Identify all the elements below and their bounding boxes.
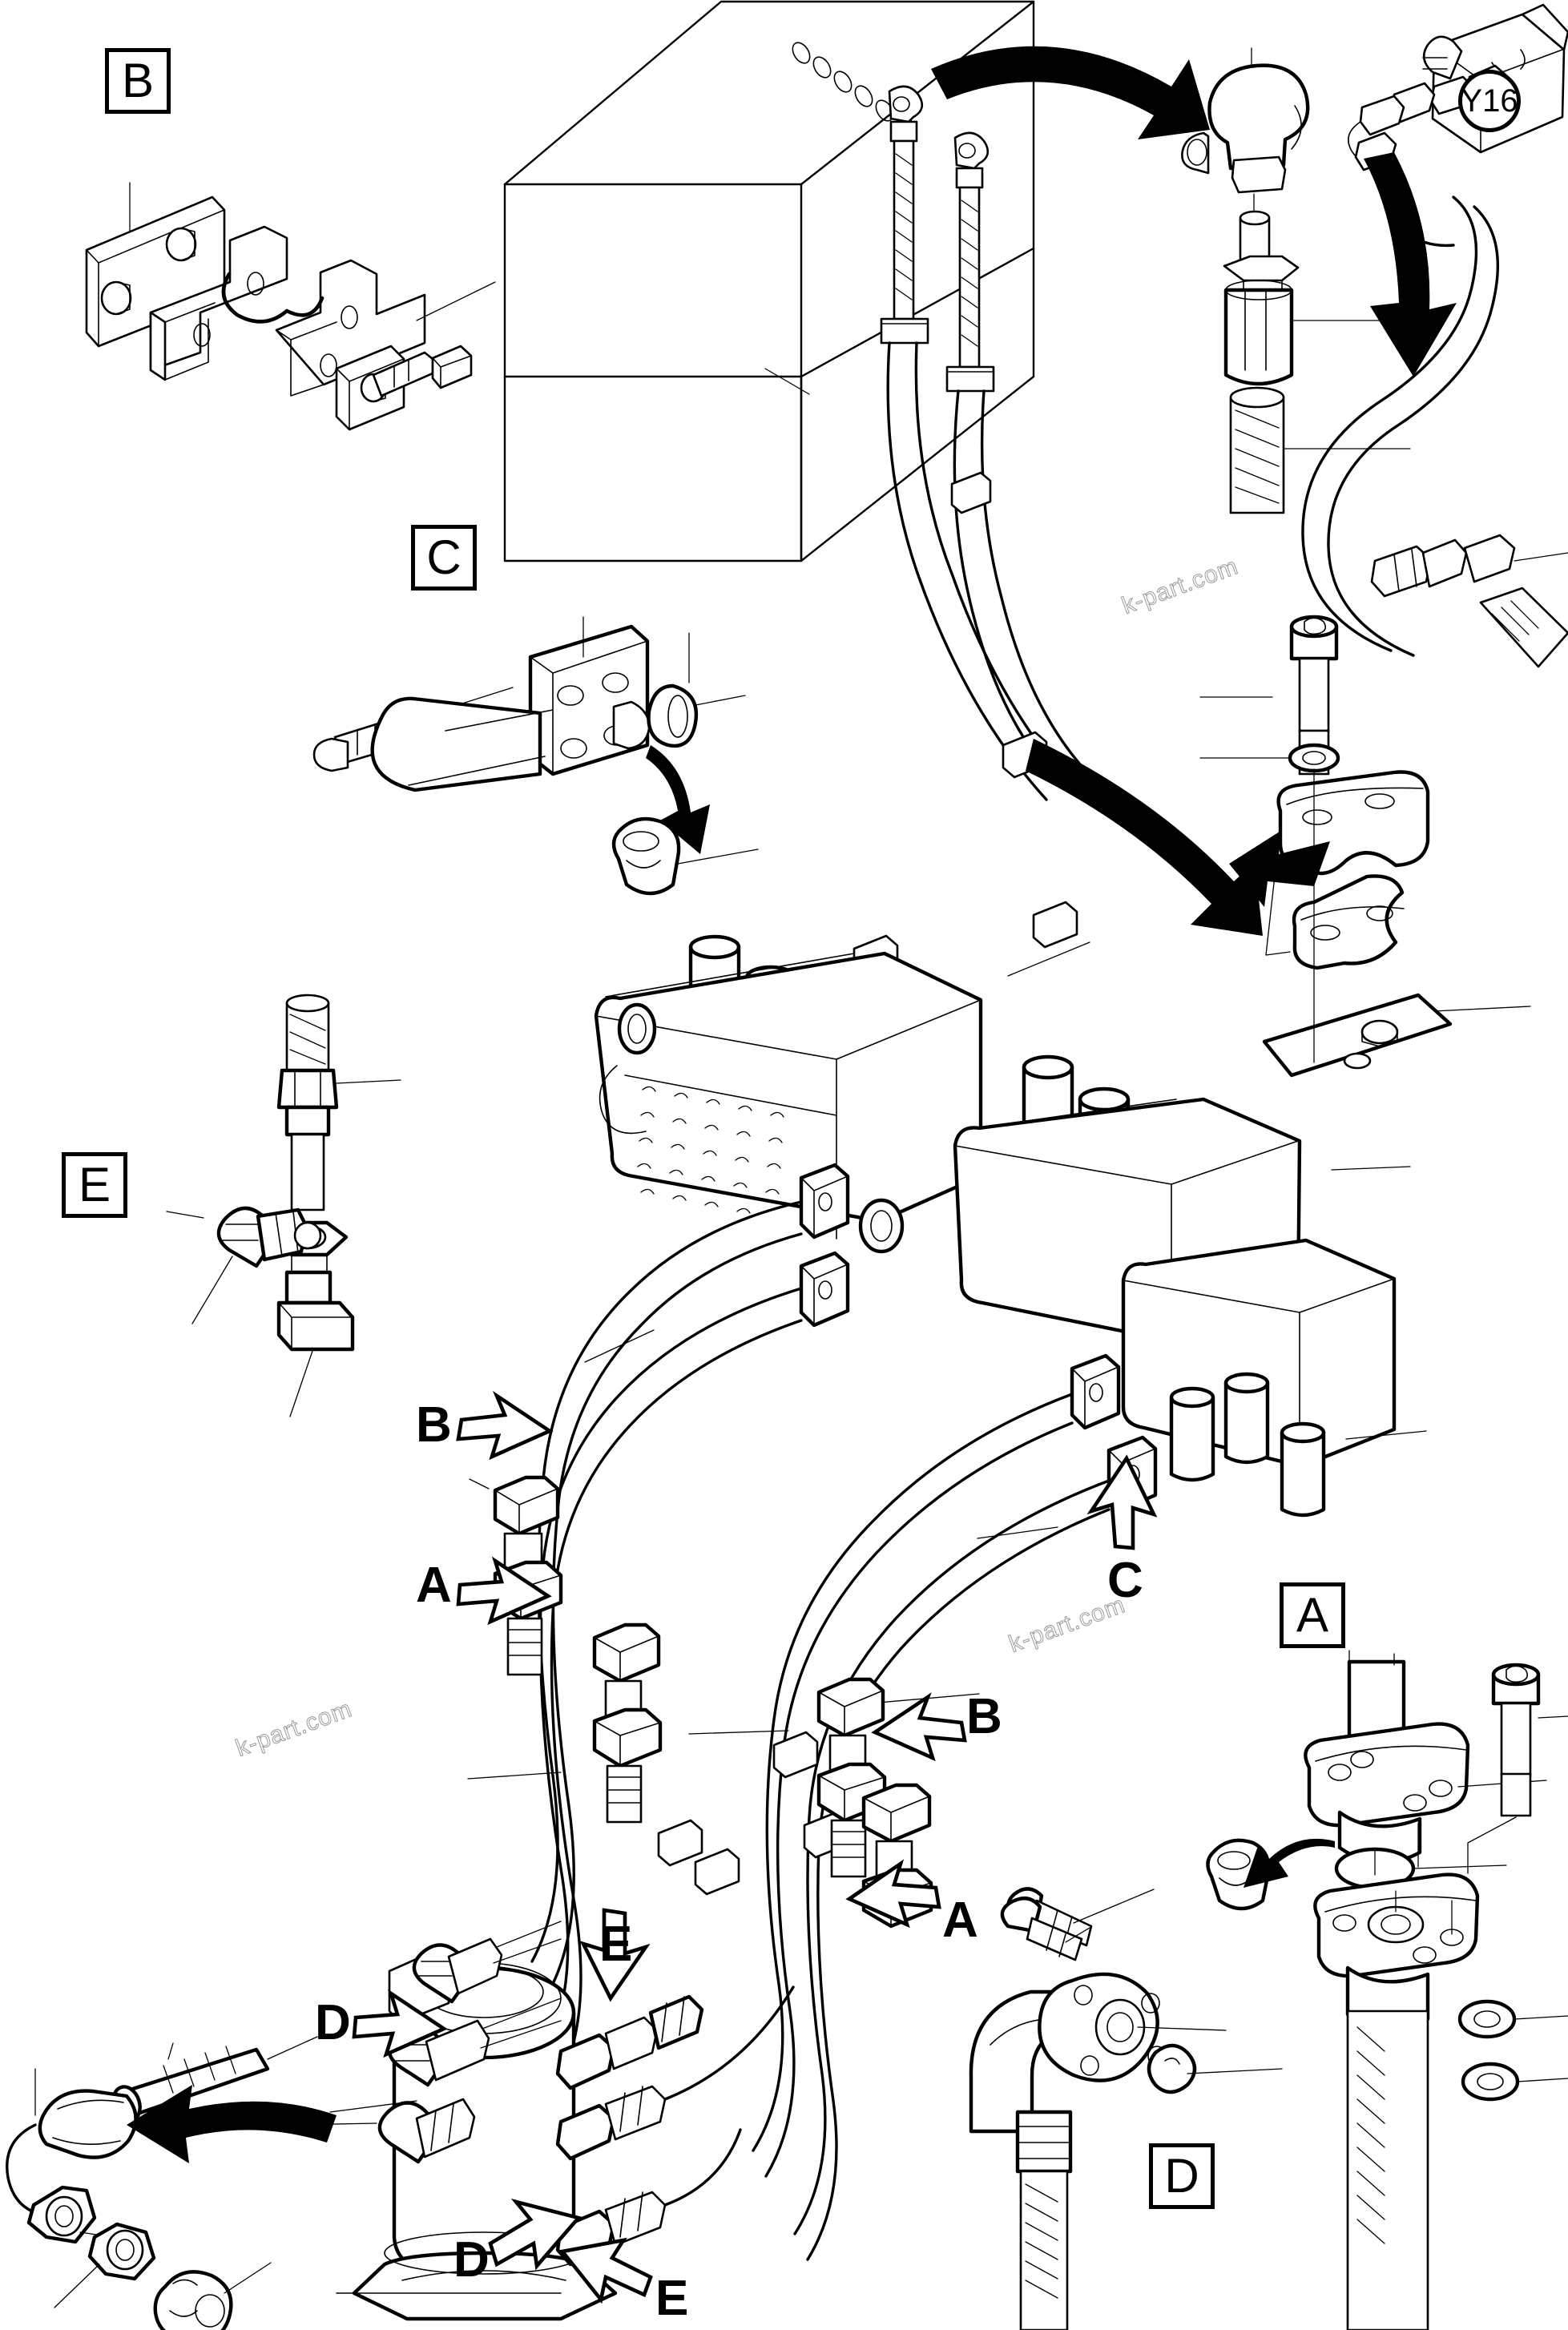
callout-arrow-c-mid-right (1086, 1454, 1158, 1550)
section-box-d-right-label: D (1164, 2149, 1199, 2203)
assembly-elbow-d (969, 1897, 1283, 2330)
circled-code-y16[interactable]: Y16 (1458, 70, 1521, 132)
callout-text: E (655, 2271, 689, 2326)
callout-arrow-a-upper-left (456, 1556, 552, 1626)
callout-arrow-a-mid-right (845, 1859, 941, 1929)
callout-label-e-centre: E (599, 1920, 632, 1969)
callout-label-b-mid-right: B (966, 1692, 1002, 1742)
section-box-e-left-label: E (78, 1158, 111, 1211)
callout-text: A (416, 1558, 452, 1613)
assembly-flange-c (312, 616, 759, 896)
section-box-a-right[interactable]: A (1280, 1582, 1345, 1648)
callout-label-d-bottom: D (453, 2235, 490, 2285)
assembly-flange-a (1206, 1650, 1568, 2330)
callout-arrow-e-bottom (558, 2237, 653, 2304)
callout-arrows (352, 1390, 1158, 2304)
callout-label-b-upper-left: B (416, 1401, 452, 1450)
section-box-c-left-label: C (426, 530, 462, 584)
callout-label-c-mid-right: C (1107, 1556, 1143, 1606)
callout-arrow-d-left (352, 1989, 448, 2058)
callout-text: E (599, 1917, 633, 1972)
callout-arrow-b-mid-right (871, 1692, 967, 1762)
assembly-tee-fitting-e (166, 994, 401, 1417)
assembly-tank-hoses (853, 46, 1263, 982)
callout-text: B (966, 1689, 1002, 1744)
assembly-clamp-block-b (85, 182, 496, 431)
callout-text: A (942, 1893, 978, 1948)
section-box-a-right-label: A (1296, 1588, 1329, 1642)
callout-label-e-bottom: E (655, 2274, 688, 2324)
callout-label-a-upper-left: A (416, 1561, 452, 1610)
callout-arrow-d-bottom (488, 2199, 582, 2271)
section-box-e-left[interactable]: E (62, 1152, 127, 1218)
section-box-d-right[interactable]: D (1149, 2143, 1215, 2209)
section-box-b-top-label: B (121, 54, 155, 107)
section-box-b-top[interactable]: B (105, 48, 171, 114)
callout-label-a-mid-right: A (942, 1896, 978, 1945)
assembly-hose-end-bottom-left (6, 2036, 417, 2330)
assembly-control-valve (594, 934, 1427, 1518)
callout-arrow-b-upper-left (456, 1390, 554, 1461)
callout-text: D (315, 1995, 351, 2050)
section-box-c-left[interactable]: C (411, 525, 477, 591)
callout-arrow-e-centre (579, 1908, 651, 2002)
callout-text: D (453, 2232, 490, 2288)
callout-text: C (1107, 1553, 1143, 1608)
circled-code-y16-label: Y16 (1461, 83, 1518, 119)
assembly-connector-stack-left (469, 1475, 663, 1824)
assembly-hose-bracket (1199, 615, 1531, 1078)
callout-text: B (416, 1397, 452, 1453)
callout-label-d-left: D (315, 1998, 351, 2048)
